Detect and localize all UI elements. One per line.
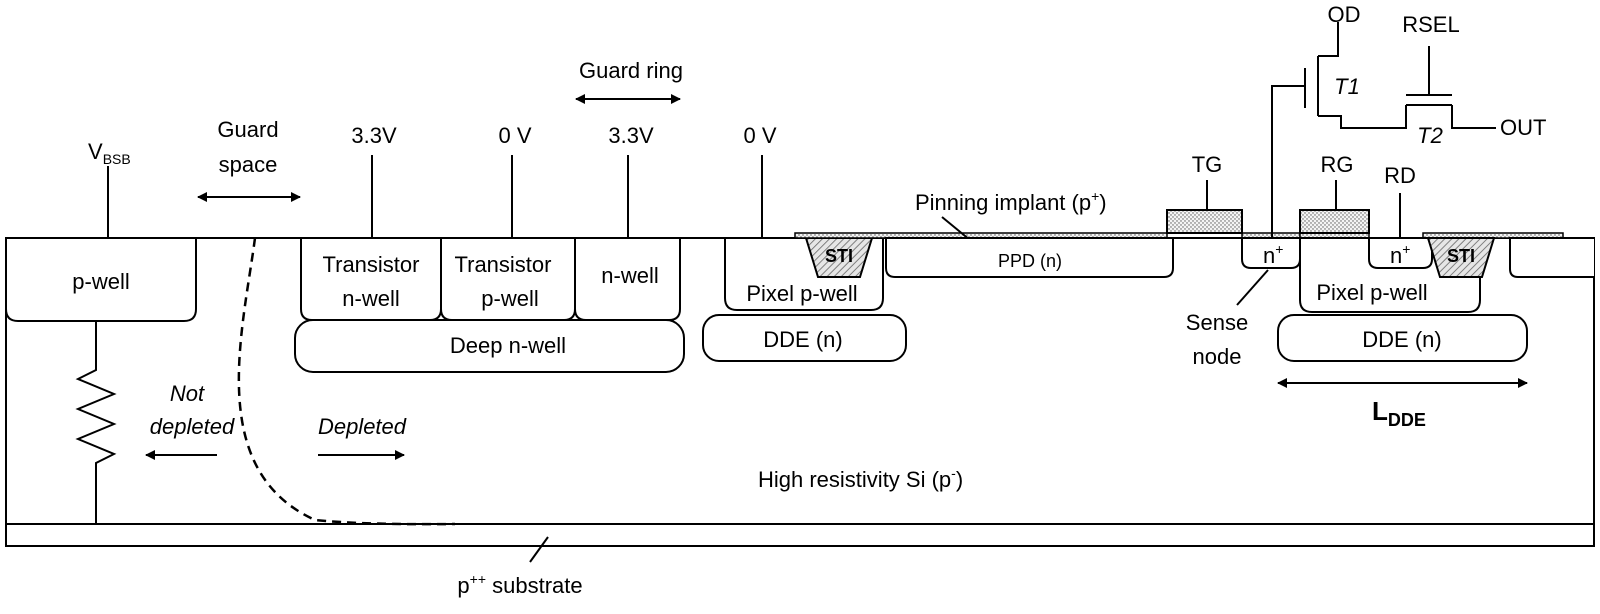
l-dde-label: LDDE xyxy=(1372,396,1426,430)
rd-label: RD xyxy=(1384,163,1416,188)
depleted-label: Depleted xyxy=(318,414,407,439)
sense-node-label-1: Sense xyxy=(1186,310,1248,335)
sti-left-label: STI xyxy=(825,246,853,266)
partial-well-right-edge xyxy=(1509,237,1594,278)
transistor-n-well-label-2: n-well xyxy=(342,286,399,311)
sti-right xyxy=(1426,237,1496,278)
t1-label: T1 xyxy=(1334,74,1360,99)
p-well-label: p-well xyxy=(72,269,129,294)
substrate-layer xyxy=(5,523,1595,547)
n-plus-1-label: n+ xyxy=(1263,241,1283,268)
t1-drain-wire xyxy=(1318,22,1339,57)
not-depleted-label-1: Not xyxy=(170,381,205,406)
rg-label: RG xyxy=(1321,152,1354,177)
dde-right-label: DDE (n) xyxy=(1362,327,1441,352)
not-depleted-label-2: depleted xyxy=(150,414,235,439)
pinning-implant-label: Pinning implant (p+) xyxy=(915,188,1107,215)
guard-space-label-2: space xyxy=(219,152,278,177)
sense-node-wire xyxy=(1271,85,1305,238)
ppd-region xyxy=(885,237,1174,278)
pixel-p-well-right-label: Pixel p-well xyxy=(1316,280,1427,305)
p-well-left xyxy=(5,237,197,322)
n-plus-2-label: n+ xyxy=(1390,241,1410,268)
transistor-n-well-label-1: Transistor xyxy=(323,252,420,277)
out-label: OUT xyxy=(1500,115,1546,140)
pixel-p-well-left-label: Pixel p-well xyxy=(746,281,857,306)
n-well xyxy=(574,237,681,321)
rg-gate xyxy=(1299,209,1370,234)
voltage-label-4: 0 V xyxy=(743,123,776,148)
transistor-p-well-label-1: Transistor xyxy=(455,252,552,277)
deep-n-well-label: Deep n-well xyxy=(450,333,566,358)
dde-left-label: DDE (n) xyxy=(763,327,842,352)
high-resistivity-label: High resistivity Si (p-) xyxy=(758,465,963,492)
dde-right xyxy=(1277,314,1528,362)
vbsb-label: VBSB xyxy=(88,139,131,167)
rsel-label: RSEL xyxy=(1402,12,1459,37)
guard-space-label-1: Guard xyxy=(217,117,278,142)
dde-left xyxy=(702,314,907,362)
tg-label: TG xyxy=(1192,152,1223,177)
n-plus-rd xyxy=(1368,237,1433,269)
od-label: OD xyxy=(1328,2,1361,27)
sense-node-leader xyxy=(1236,269,1269,306)
sense-node-label-2: node xyxy=(1193,344,1242,369)
ppd-label: PPD (n) xyxy=(998,251,1062,271)
n-plus-sense-node xyxy=(1241,237,1301,269)
t2-out-wire xyxy=(1451,105,1496,129)
tg-gate xyxy=(1166,209,1243,234)
t2-label: T2 xyxy=(1417,123,1443,148)
voltage-label-2: 0 V xyxy=(498,123,531,148)
substrate-leader xyxy=(529,536,549,563)
resistor-symbol xyxy=(75,322,117,524)
pinning-implant-leader xyxy=(941,216,971,241)
voltage-label-3: 3.3V xyxy=(608,123,654,148)
n-well-label: n-well xyxy=(601,263,658,288)
voltage-label-1: 3.3V xyxy=(351,123,397,148)
sti-right-label: STI xyxy=(1447,246,1475,266)
depletion-boundary xyxy=(237,237,456,526)
t1-t2-wire xyxy=(1318,105,1407,129)
transistor-p-well-label-2: p-well xyxy=(481,286,538,311)
guard-ring-label: Guard ring xyxy=(579,58,683,83)
substrate-label: p++ substrate xyxy=(457,571,582,598)
